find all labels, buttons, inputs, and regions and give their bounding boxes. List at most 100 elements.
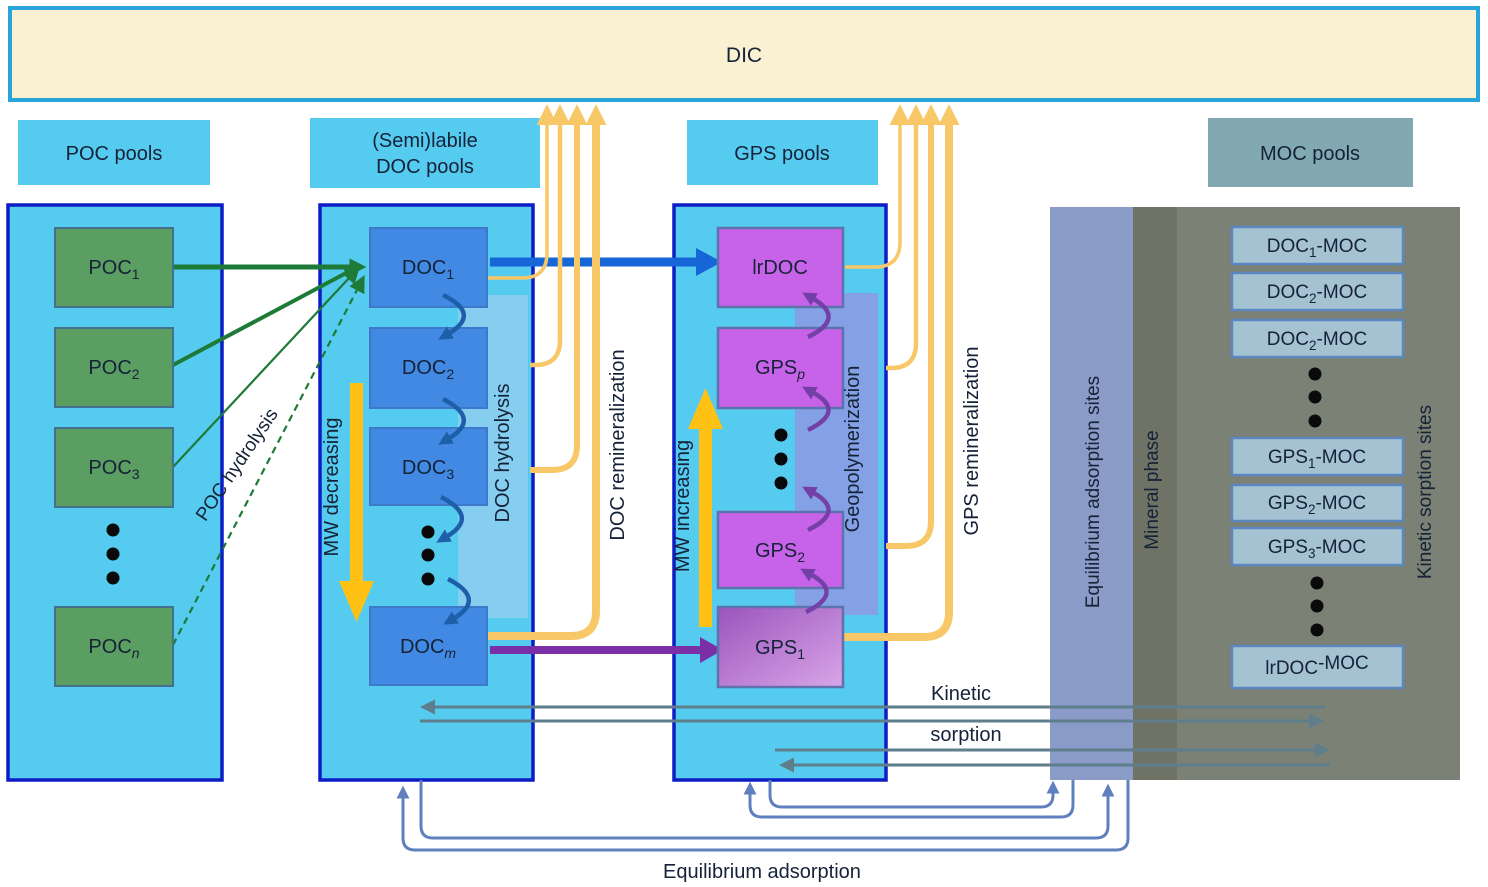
lrdoc-remineralization-flow [845,104,911,269]
doc-pools-header-line1: (Semi)labile [372,130,478,152]
poc3-to-doc1-arrow [172,266,360,468]
gps1-remineralization-flow [843,104,960,641]
mw-decreasing-label: MW decreasing [321,418,343,557]
doc1-doc2-arc [438,292,467,340]
dic-label: DIC [726,44,762,67]
doc2-remineralization-flow [530,104,571,368]
svg-text:lrDOC: lrDOC [752,257,808,279]
doc-boxes: DOC1 DOC2 DOC3 DOCm [369,227,488,686]
svg-text:POC2: POC2 [88,357,139,382]
dic-box [8,6,1480,102]
gpsp-lrdoc-arc [802,292,831,340]
svg-text:GPS1-MOC: GPS1-MOC [1268,447,1366,471]
doc-pools-header-line2: DOC pools [376,156,474,178]
dots-docm-arc [443,576,472,625]
mw-increasing-label: MW increasing [672,440,694,572]
geopolymerization-arcs [800,292,831,615]
gps2-moc-box [1230,483,1405,523]
lrdoc-moc-box [1230,644,1405,690]
doc-remineralization-label: DOC remineralization [607,349,629,540]
doc3-dots-arc [436,494,465,543]
ellipsis-dots [106,367,1324,637]
doc-pools-header-box [310,118,540,188]
svg-text:DOC2-MOC: DOC2-MOC [1267,282,1367,306]
gpsp-remineralization-flow [886,104,927,371]
svg-text:GPS2: GPS2 [755,540,805,565]
svg-text:DOCm: DOCm [400,636,456,661]
kinetic-sorption-arrows [420,699,1330,773]
svg-text:DOC2-MOC: DOC2-MOC [1267,329,1367,353]
equilibrium-adsorption-label: Equilibrium adsorption [663,861,861,883]
moc-to-doc-equilibrium-curve [396,780,1130,852]
gps-remineralization-arrows [843,104,960,641]
geopolymerization-label: Geopolymerization [842,366,864,533]
equilibrium-adsorption-arrows [396,780,1130,852]
gps2-dots-arc [802,486,831,533]
doc3-box [369,427,488,506]
moc-pools-header-label: MOC pools [1260,143,1360,165]
svg-text:GPS3-MOC: GPS3-MOC [1268,537,1366,561]
doc1-moc-box [1230,225,1405,266]
poc-pools-header-box [18,120,210,185]
mw-increasing-arrow [688,388,723,627]
svg-text:POC3: POC3 [88,457,139,482]
docm-to-gps1-arrow [490,637,723,663]
svg-text:lrDOC-MOC: lrDOC-MOC [1265,653,1368,679]
doc-remineralization-arrows [487,104,607,640]
svg-text:GPS1: GPS1 [755,637,805,662]
svg-text:POCn: POCn [88,636,139,661]
doc2-box [369,327,488,409]
doc-to-moc-equilibrium-curve [419,780,1115,840]
dots-gpsp-arc [802,386,831,433]
svg-text:DOC1-MOC: DOC1-MOC [1267,236,1367,260]
doc2-moc-box [1230,271,1405,312]
poc1-box [54,227,174,308]
svg-text:POC1: POC1 [88,257,139,282]
lrdoc-box [716,226,845,309]
equilibrium-adsorption-sites-label: Equilibrium adsorption sites [1083,376,1104,608]
doc1-box [369,227,488,308]
svg-text:DOC1: DOC1 [402,257,454,282]
gps1-moc-box [1230,436,1405,477]
mw-decreasing-arrow [339,383,374,622]
moc-boxes: DOC1-MOC DOC2-MOC DOC2-MOC GPS1-MOC GPS2… [1230,225,1405,690]
moc-to-gps-equilibrium-curve [743,780,1075,819]
gps-pools-header-box [687,120,878,185]
gps-boxes: lrDOC GPSp GPS2 GPS1 [716,226,845,689]
gps3-moc-box [1230,526,1405,567]
doc-hydrolysis-label: DOC hydrolysis [492,384,514,523]
mineral-phase-band [1133,207,1177,780]
poc2-box [54,327,174,408]
doc-hydrolysis-arcs [436,292,472,625]
svg-text:GPS2-MOC: GPS2-MOC [1268,493,1366,517]
kinetic-label: Kinetic [931,683,991,705]
moc-pools-header-box [1208,118,1413,187]
gpsp-box [716,326,845,410]
docm-box [369,606,488,686]
gps1-gps2-arc [800,568,829,615]
poc3-box [54,427,174,508]
poc2-to-doc1-arrow [172,265,361,367]
gps-remineralization-label: GPS remineralization [961,347,983,536]
doc2b-moc-box [1230,318,1405,359]
doc3-remineralization-flow [530,104,588,473]
svg-text:DOC3: DOC3 [402,457,454,482]
svg-text:DOC2: DOC2 [402,357,454,382]
kinetic-sorption-sites-label: Kinetic sorption sites [1415,405,1436,579]
gps-to-moc-equilibrium-curve [768,780,1060,809]
equilibrium-adsorption-sites-band [1050,207,1133,780]
purple-arrowhead [700,637,723,663]
gps-pools-header-label: GPS pools [734,143,830,165]
mineral-phase-label: Mineral phase [1142,430,1163,549]
doc1-remineralization-flow [487,104,558,280]
poc-hydrolysis-arrows [172,258,367,646]
pocn-box [54,606,174,687]
sorption-label: sorption [930,724,1001,746]
docm-remineralization-flow [487,104,607,640]
poc-pools-header-label: POC pools [66,143,163,165]
blue-arrowhead [696,248,722,276]
doc2-doc3-arc [438,396,467,445]
gps2-remineralization-flow [886,104,942,549]
gps1-box [716,605,845,689]
